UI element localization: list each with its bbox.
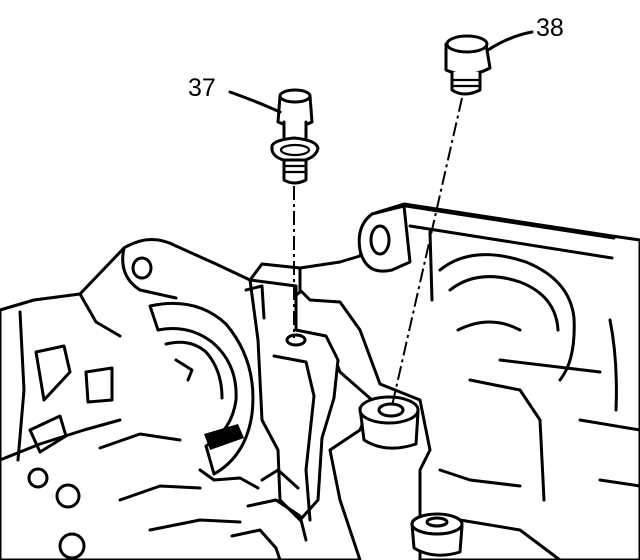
oil-gallery-boss: [358, 395, 420, 450]
cylinder-block-rear-casting: [298, 202, 640, 560]
install-line-38: [391, 97, 463, 407]
leader-38: [486, 30, 534, 52]
callout-37: 37: [188, 74, 216, 102]
lower-boss: [410, 512, 464, 557]
plug-37: [270, 88, 320, 185]
leader-37: [228, 90, 282, 114]
plug-38: [444, 34, 492, 96]
cylinder-block-front-casting: [0, 238, 374, 560]
callout-38: 38: [536, 14, 564, 42]
